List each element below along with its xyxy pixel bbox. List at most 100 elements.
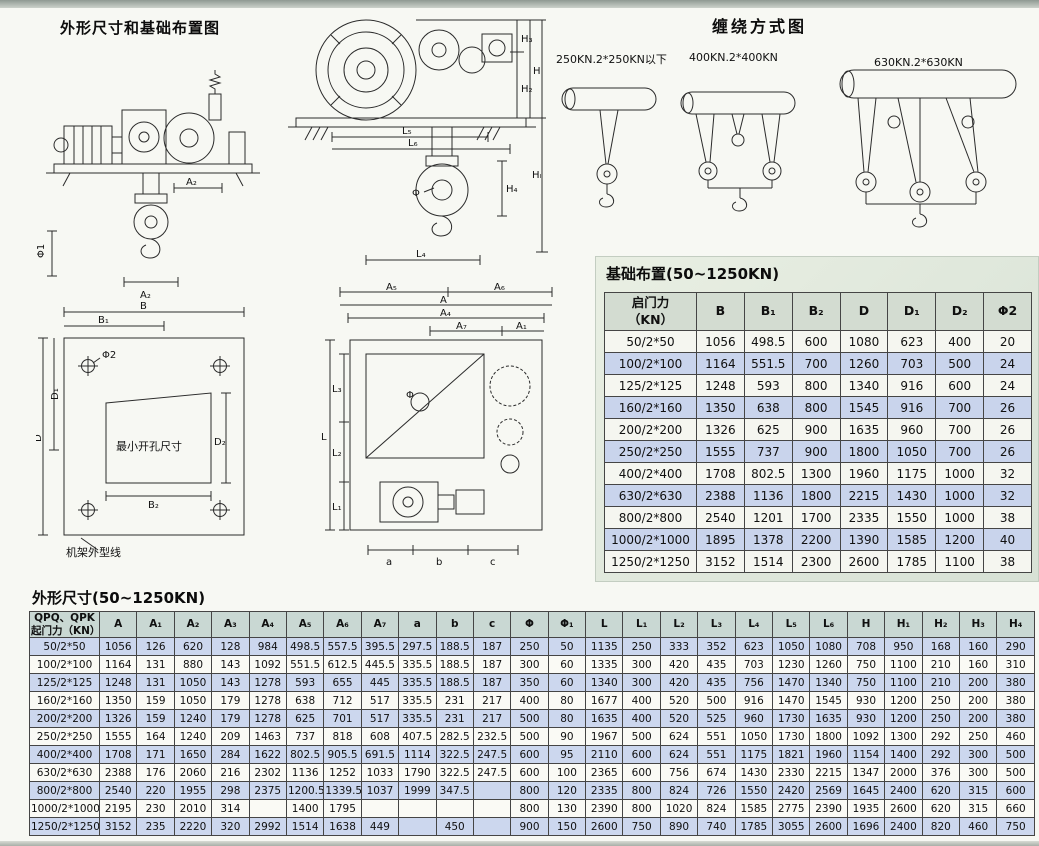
cell: 700 — [791, 352, 841, 375]
cell: 1278 — [248, 691, 287, 710]
cell: 740 — [697, 817, 736, 836]
column-header: L₃ — [697, 611, 736, 638]
column-header: A₇ — [360, 611, 400, 638]
cell: 2600 — [839, 550, 889, 573]
winding-label-400: 400KN.2*400KN — [689, 51, 778, 64]
dim-label-l6: L₆ — [408, 138, 418, 149]
cell: 1000 — [935, 506, 985, 529]
cell: 1340 — [809, 673, 848, 692]
column-header: L₄ — [734, 611, 774, 638]
cell: 824 — [697, 799, 736, 818]
row-label: 100/2*100 — [29, 655, 100, 674]
cell: 131 — [136, 673, 175, 692]
cell: 800 — [622, 799, 661, 818]
cell: 1999 — [398, 781, 437, 800]
cell: 24 — [983, 374, 1032, 397]
cell: 500 — [697, 691, 736, 710]
cell: 187 — [472, 637, 512, 656]
cell: 2388 — [696, 484, 745, 507]
cell: 700 — [935, 396, 985, 419]
cell: 960 — [887, 418, 937, 441]
column-header: L₂ — [659, 611, 699, 638]
winding-250-shapes — [561, 87, 657, 208]
cell: 916 — [887, 396, 937, 419]
cell: 1092 — [846, 727, 886, 746]
cell: 2300 — [791, 550, 841, 573]
cell: 900 — [791, 440, 841, 463]
cell: 322.5 — [435, 763, 474, 782]
cell: 800 — [791, 374, 841, 397]
cell: 2195 — [98, 799, 138, 818]
cell: 1470 — [772, 691, 811, 710]
cell: 38 — [983, 506, 1032, 529]
cell: 179 — [211, 691, 250, 710]
column-header: a — [398, 611, 437, 638]
cell: 350 — [510, 673, 549, 692]
cell: 210 — [921, 673, 960, 692]
dim-label-b: B — [140, 301, 147, 312]
cell: 498.5 — [743, 330, 793, 353]
column-header: L — [585, 611, 624, 638]
dim-label-a5: A₅ — [386, 282, 397, 293]
cell: 1350 — [696, 396, 745, 419]
dim-label-a1: A₁ — [516, 321, 527, 332]
cell: 737 — [285, 727, 325, 746]
cell: 26 — [983, 440, 1032, 463]
cell: 517 — [360, 691, 400, 710]
cell: 200 — [958, 709, 998, 728]
dim-label-a4: A₄ — [440, 308, 451, 319]
row-label: 630/2*630 — [29, 763, 100, 782]
column-header: H₁ — [884, 611, 923, 638]
cell: 1033 — [360, 763, 400, 782]
cell: 600 — [510, 745, 549, 764]
cell: 2600 — [809, 817, 848, 836]
top-edge-bar — [0, 0, 1039, 8]
cell: 1100 — [884, 673, 923, 692]
cell: 1248 — [696, 374, 745, 397]
dim-label-a2-mid: A₂ — [186, 177, 197, 188]
cell: 26 — [983, 396, 1032, 419]
cell: 231 — [435, 691, 474, 710]
cell: 737 — [743, 440, 793, 463]
cell: 1550 — [887, 506, 937, 529]
cell: 2335 — [839, 506, 889, 529]
cell: 880 — [173, 655, 213, 674]
column-header: A₄ — [248, 611, 287, 638]
cell: 420 — [659, 655, 699, 674]
cell: 624 — [659, 727, 699, 746]
cell: 1050 — [887, 440, 937, 463]
cell: 2335 — [585, 781, 624, 800]
cell: 2400 — [884, 817, 923, 836]
cell — [398, 799, 437, 818]
column-header: A — [98, 611, 138, 638]
cell: 333 — [659, 637, 699, 656]
cell: 2365 — [585, 763, 624, 782]
cell: 700 — [935, 418, 985, 441]
cell: 1696 — [846, 817, 886, 836]
cell: 171 — [136, 745, 175, 764]
cell: 235 — [136, 817, 175, 836]
cell: 600 — [996, 781, 1035, 800]
cell: 691.5 — [360, 745, 400, 764]
cell: 1960 — [809, 745, 848, 764]
cell: 231 — [435, 709, 474, 728]
row-label: 100/2*100 — [604, 352, 697, 375]
cell: 188.5 — [435, 655, 474, 674]
frame-outline-label: 机架外型线 — [66, 545, 121, 559]
cell: 20 — [983, 330, 1032, 353]
cell: 1114 — [398, 745, 437, 764]
cell: 3055 — [772, 817, 811, 836]
dim-label-l3: L₃ — [332, 384, 342, 395]
cell: 380 — [996, 691, 1035, 710]
row-label: 125/2*125 — [604, 374, 697, 397]
cell: 445 — [360, 673, 400, 692]
cell: 525 — [697, 709, 736, 728]
cell: 2215 — [809, 763, 848, 782]
row-label: 1000/2*1000 — [29, 799, 100, 818]
cell: 250 — [921, 691, 960, 710]
cell: 187 — [472, 673, 512, 692]
